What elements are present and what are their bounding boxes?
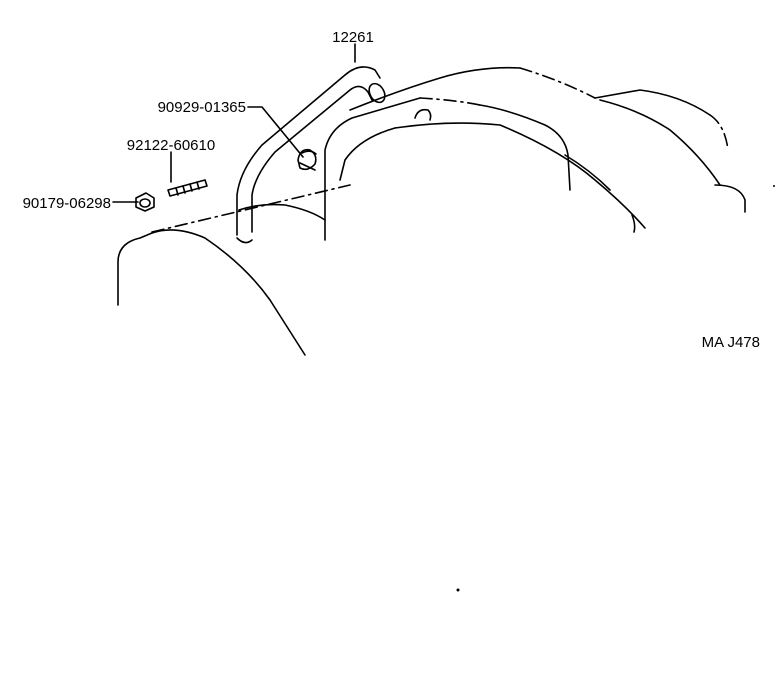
hose-12261 [236,66,386,244]
figure-code: MA J478 [702,334,760,351]
stray-dot [773,185,775,187]
stray-dot [456,588,460,592]
leader-lines [112,43,356,203]
part-label-92122-60610: 92122-60610 [127,137,215,154]
engine-body-outline [117,66,746,356]
part-label-12261: 12261 [332,29,374,46]
part-label-90929-01365: 90929-01365 [158,99,246,116]
stud-bolt-92122-60610 [167,179,208,197]
nut-90179-06298 [135,192,155,212]
part-label-90179-06298: 90179-06298 [23,195,111,212]
clip-90929-01365 [297,148,317,171]
